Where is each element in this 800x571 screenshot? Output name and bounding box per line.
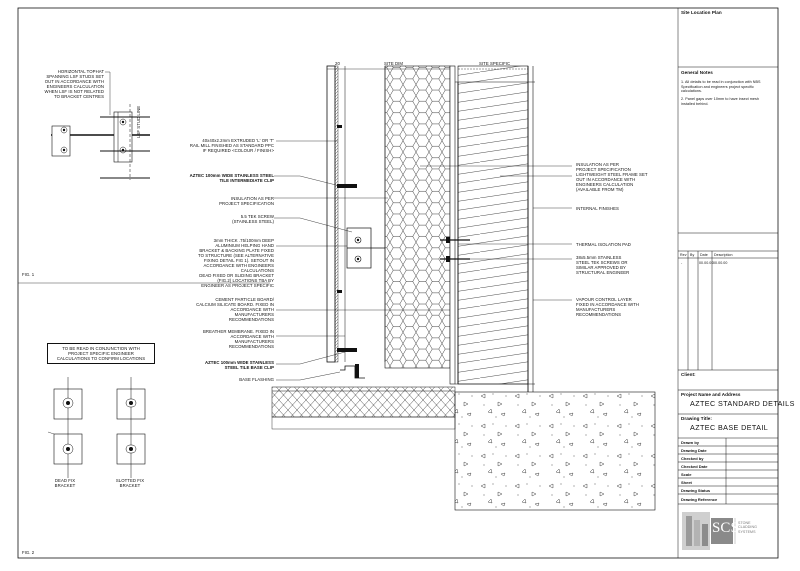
project-name: AZTEC STANDARD DETAILS [690, 399, 795, 408]
fig1-detail [51, 71, 150, 180]
callout-vapour-layer: VAPOUR CONTROL LAYER FIXED IN ACCORDANCE… [576, 297, 640, 317]
drawing-title: AZTEC BASE DETAIL [690, 423, 769, 432]
field-drawing-date: Drawing Date [681, 448, 707, 453]
tile-rail [334, 65, 339, 363]
field-drawn-by: Drawn by [681, 440, 700, 445]
fig2-detail [47, 377, 146, 478]
concrete-slab [454, 391, 656, 511]
right-leaders [420, 165, 572, 301]
field-scale: Scale [681, 472, 692, 477]
left-leaders [274, 140, 450, 381]
fig1-label: FIG. 1 [22, 272, 35, 277]
rev-header-description: Description [714, 253, 733, 257]
helping-hand-bracket [346, 227, 385, 269]
general-notes-label: General Notes [681, 70, 713, 75]
rev-row-date: 00.00.00 [699, 261, 714, 265]
dim-site: SITE DIM [384, 61, 404, 66]
general-note-2: 2. Panel gaps over 10mm to have insect m… [681, 97, 759, 106]
field-drawing-reference: Drawing Reference [681, 497, 718, 502]
callout-tek-screws-ss: 38x5.5mm STAINLESS STEEL TEK SCREWS OR S… [576, 255, 630, 275]
callout-breather-membrane: BREATHER MEMBRANE. FIXED IN ACCORDANCE W… [203, 329, 274, 349]
callout-particle-board: CEMENT PARTICLE BOARD/ CALCIUM SILICATE … [196, 297, 274, 322]
rev-row-rev: - [681, 261, 683, 265]
site-location-label: Site Location Plan [681, 10, 722, 15]
logo-subtitle: STONE CLADDING SYSTEMS [738, 521, 757, 534]
tek-screws [440, 237, 470, 262]
callout-bracket: 3mm THICK .75/100mm DEEP ALUMINIUM HELPI… [198, 238, 274, 288]
rev-header-rev: Rev [680, 253, 687, 257]
callout-insulation-right: INSULATION AS PER PROJECT SPECIFICATION [576, 162, 631, 172]
callout-insulation-left: INSULATION AS PER PROJECT SPECIFICATION [219, 196, 274, 206]
callout-internal-finishes: INTERNAL FINISHES [576, 206, 619, 211]
read-conjunction-note: TO BE READ IN CONJUNCTION WITH PROJECT S… [47, 343, 155, 364]
insulation-layer [384, 65, 451, 369]
callout-steel-frame: LIGHTWEIGHT STEEL FRAME SET OUT IN ACCOR… [576, 172, 648, 192]
callout-thermal-pad: THERMAL ISOLATION PAD [576, 242, 631, 247]
dim-20: 20 [335, 61, 340, 66]
stone-tile [326, 65, 336, 363]
topmat-note: HORIZONTAL TOPHAT SPANNING LSF STUDS SET… [44, 69, 104, 99]
client-label: Client: [681, 372, 696, 377]
rev-header-date: Date [700, 253, 708, 257]
particle-board [449, 65, 456, 385]
drawing-title-label: Drawing Title: [681, 416, 712, 421]
lsf-insulation [457, 65, 529, 385]
rev-header-by: By [690, 253, 695, 257]
field-drawing-status: Drawing Status [681, 488, 711, 493]
callout-rail: 40x40x2.2mm EXTRUDED 'L' OR 'T' RAIL MIL… [189, 138, 274, 153]
callout-base-clip: AZTEC 100mm WIDE STAINLESS STEEL TILE BA… [204, 360, 274, 370]
field-checked-date: Checked Date [681, 464, 708, 469]
callout-intermediate-clip: AZTEC 100mm WIDE STAINLESS STEEL TILE IN… [189, 173, 274, 183]
scs-logo [682, 512, 736, 550]
dead-fix-label: DEAD FIX BRACKET [54, 478, 76, 488]
slotted-fix-label: SLOTTED FIX BRACKET [115, 478, 145, 488]
dim-site-specific: SITE SPECIFIC [479, 61, 511, 66]
field-checked-by: Checked by [681, 456, 704, 461]
tile-clips [337, 125, 357, 352]
title-block-grid [677, 8, 778, 558]
callout-base-flashing: BASE FLASHING [239, 377, 274, 382]
base-flashing [340, 365, 365, 379]
rev-row-description: 00.00.00 [713, 261, 728, 265]
project-name-label: Project Name and Address [681, 392, 741, 397]
lsf-stud-label: LSF STUD LINE [136, 105, 141, 138]
fig2-label: FIG. 2 [22, 550, 35, 555]
external-paving [271, 386, 456, 418]
logo-scs-text: SCS [712, 520, 739, 536]
field-sheet: Sheet [681, 480, 692, 485]
general-note-1: 1. All details to be read in conjunction… [681, 80, 761, 93]
callout-tek-screw: 5.5 TEK SCREW (STAINLESS STEEL) [232, 214, 274, 224]
